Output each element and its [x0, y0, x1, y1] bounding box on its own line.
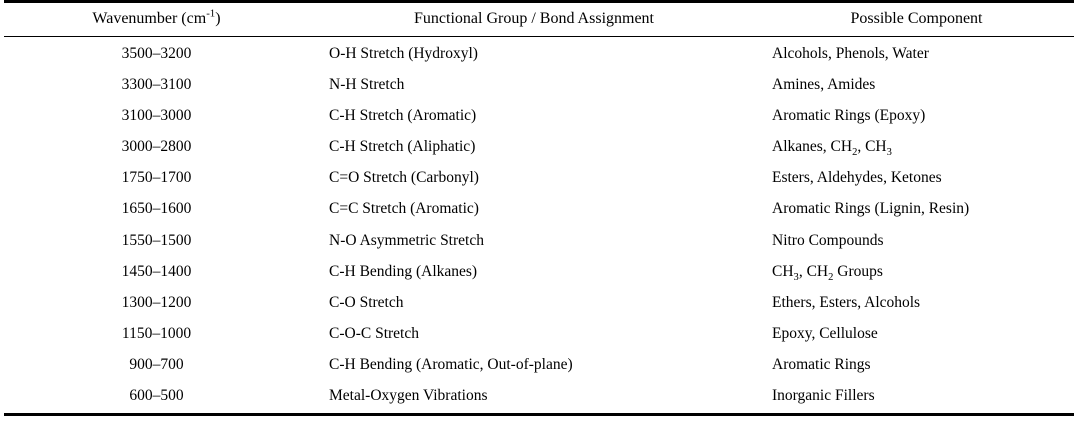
- table-row: 3000–2800 C-H Stretch (Aliphatic) Alkanes,…: [4, 132, 1074, 163]
- cell-assignment: C-H Bending (Aromatic, Out-of-plane): [329, 355, 573, 373]
- table-row: 1650–1600 C=C Stretch (Aromatic) Aromatic …: [4, 194, 1074, 225]
- column-header-wavenumber-suffix: ): [215, 10, 221, 27]
- table-header: Wavenumber (cm-1) Functional Group / Bon…: [4, 0, 1074, 37]
- cell-component: Amines, Amides: [772, 76, 876, 94]
- cell-assignment: C=C Stretch (Aromatic): [329, 200, 479, 218]
- cell-component: Alkanes, CH2, CH3: [772, 138, 892, 159]
- cell-wavenumber: 1450–1400: [121, 262, 192, 280]
- cell-component: Epoxy, Cellulose: [772, 324, 878, 342]
- cell-component: Alcohols, Phenols, Water: [772, 45, 929, 62]
- table-row: 1750–1700 C=O Stretch (Carbonyl) Esters, A…: [4, 163, 1074, 194]
- column-header-wavenumber-exponent: -1: [206, 7, 216, 20]
- column-header-wavenumber-text: Wavenumber (cm: [92, 10, 207, 27]
- formula-subscript: 2: [828, 271, 834, 283]
- formula-subscript: 3: [886, 147, 892, 159]
- cell-assignment: C-H Stretch (Aromatic): [329, 107, 477, 125]
- cell-wavenumber: 1300–1200: [121, 293, 192, 311]
- cell-wavenumber: 900–700: [129, 355, 184, 373]
- cell-assignment: N-H Stretch: [329, 76, 405, 94]
- cell-component: Ethers, Esters, Alcohols: [772, 293, 921, 311]
- cell-assignment: C-H Stretch (Aliphatic): [329, 138, 476, 156]
- cell-assignment: N-O Asymmetric Stretch: [329, 231, 484, 249]
- table-row: 3500–3200 O-H Stretch (Hydroxyl) Alcohols,…: [4, 37, 1074, 70]
- cell-component: CH3, CH2 Groups: [772, 262, 883, 283]
- formula-subscript: 3: [793, 271, 799, 283]
- cell-component: Nitro Compounds: [772, 231, 884, 249]
- cell-wavenumber: 3300–3100: [121, 76, 192, 94]
- column-header-wavenumber: Wavenumber (cm-1): [4, 0, 309, 37]
- column-header-component: Possible Component: [759, 0, 1074, 37]
- cell-assignment: C-O-C Stretch: [329, 324, 419, 342]
- cell-assignment: C-H Bending (Alkanes): [329, 262, 478, 280]
- table-row: 1450–1400 C-H Bending (Alkanes) CH3, CH2 G…: [4, 256, 1074, 287]
- cell-assignment: C-O Stretch: [329, 293, 404, 311]
- cell-component: Aromatic Rings (Epoxy): [772, 107, 926, 125]
- cell-wavenumber: 600–500: [4, 380, 309, 417]
- cell-component: Aromatic Rings (Lignin, Resin): [772, 200, 970, 218]
- cell-wavenumber: 1550–1500: [121, 231, 192, 249]
- formula-subscript: 2: [852, 147, 858, 159]
- cell-assignment: O-H Stretch (Hydroxyl): [329, 45, 478, 62]
- table-row: 3300–3100 N-H Stretch Amines, Amides: [4, 70, 1074, 101]
- cell-assignment: C=O Stretch (Carbonyl): [329, 169, 479, 187]
- cell-wavenumber: 1150–1000: [121, 324, 192, 342]
- table-row: 3100–3000 C-H Stretch (Aromatic) Aromatic …: [4, 101, 1074, 132]
- cell-assignment: Metal-Oxygen Vibrations: [309, 380, 759, 417]
- ftir-band-assignment-table: Wavenumber (cm-1) Functional Group / Bon…: [4, 0, 1074, 417]
- cell-component: Inorganic Fillers: [759, 380, 1074, 417]
- table-row: 900–700 C-H Bending (Aromatic, Out-of-pla…: [4, 349, 1074, 380]
- table-row: 1150–1000 C-O-C Stretch Epoxy, Cellulose: [4, 318, 1074, 349]
- cell-wavenumber: 3100–3000: [121, 107, 192, 125]
- table-row: 1550–1500 N-O Asymmetric Stretch Nitro Com…: [4, 225, 1074, 256]
- column-header-assignment: Functional Group / Bond Assignment: [309, 0, 759, 37]
- cell-wavenumber: 1650–1600: [121, 200, 192, 218]
- cell-component: Esters, Aldehydes, Ketones: [772, 169, 942, 187]
- table-row: 1300–1200 C-O Stretch Ethers, Esters, Alco…: [4, 287, 1074, 318]
- cell-wavenumber: 1750–1700: [121, 169, 192, 187]
- cell-wavenumber: 3500–3200: [121, 45, 192, 62]
- cell-wavenumber: 3000–2800: [121, 138, 192, 156]
- table-body: 3500–3200 O-H Stretch (Hydroxyl) Alcohols,…: [4, 37, 1074, 417]
- header-row: Wavenumber (cm-1) Functional Group / Bon…: [4, 0, 1074, 37]
- cell-component: Aromatic Rings: [772, 355, 871, 373]
